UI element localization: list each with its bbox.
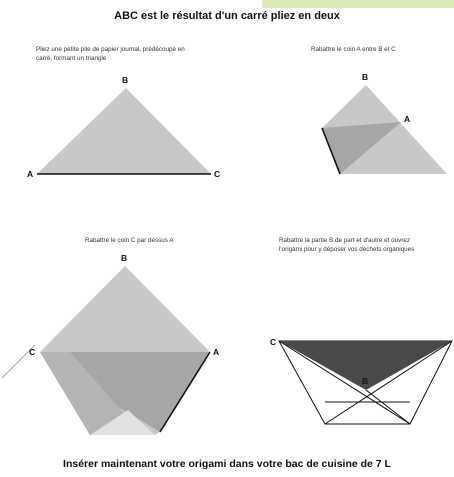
- footer-note: Insérer maintenant votre origami dans vo…: [0, 458, 454, 470]
- step4-label-b: B: [362, 376, 368, 386]
- step4-label-c: C: [270, 337, 276, 347]
